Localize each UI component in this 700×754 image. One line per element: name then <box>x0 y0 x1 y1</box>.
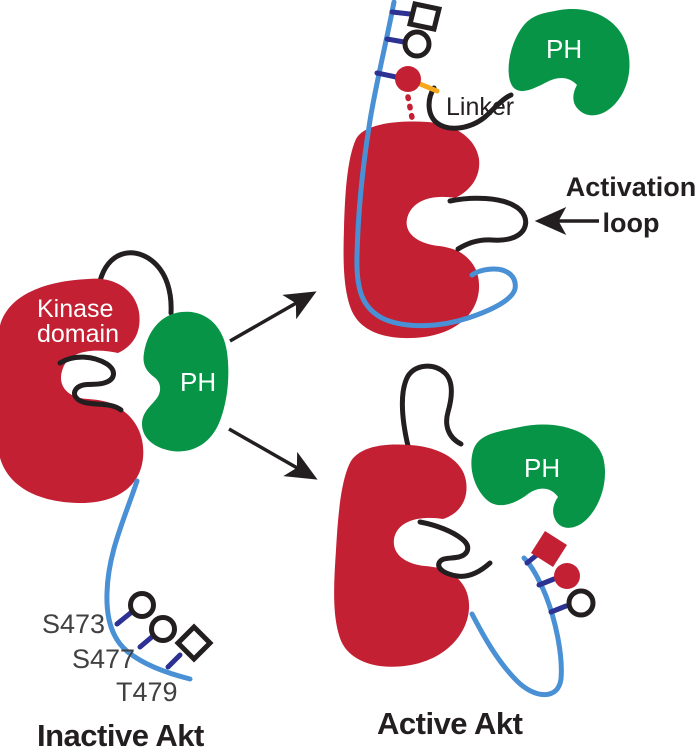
kinase-domain-label-line2: domain <box>37 320 119 348</box>
phospho-linker-bond <box>417 81 440 94</box>
site-stem <box>374 70 399 80</box>
site-stem <box>137 633 156 650</box>
linker-chain <box>426 85 514 131</box>
linker-chain-big-loop <box>399 363 464 449</box>
site-stem <box>536 576 557 588</box>
ph-domain-label: PH <box>524 453 560 483</box>
phosphorylated-site-circle-icon <box>554 563 580 589</box>
activation-loop-squiggle <box>417 519 493 579</box>
site-label-s473: S473 <box>42 609 105 639</box>
site-label-s477: S477 <box>72 644 135 674</box>
site-stem <box>165 652 183 670</box>
ph-domain-label: PH <box>180 367 216 397</box>
c-terminal-tail-wrap <box>354 0 518 329</box>
site-stem <box>114 608 136 627</box>
active-akt-complex: PH Active Akt <box>334 363 606 741</box>
site-stem <box>548 603 569 615</box>
phosphosite-circle-icon <box>128 591 156 619</box>
activation-loop-extended <box>447 195 529 252</box>
transition-arrow-up <box>229 291 317 343</box>
active-open-conformation: PH Linker Activation loop <box>343 0 697 339</box>
transition-arrow-down <box>228 427 318 480</box>
ph-domain-shape <box>471 424 606 528</box>
c-terminal-tail <box>104 478 193 682</box>
phosphorylated-site-square-icon <box>531 531 567 567</box>
kinase-domain-shape <box>0 278 144 504</box>
ph-domain-shape <box>508 8 630 116</box>
phosphosite-circle-icon <box>566 588 596 618</box>
site-label-t479: T479 <box>116 677 178 707</box>
ph-domain-label: PH <box>546 34 582 64</box>
phosphosite-circle-icon <box>149 615 177 643</box>
active-akt-caption: Active Akt <box>377 706 523 741</box>
activation-loop-annotation-line1: Activation <box>566 172 697 202</box>
activation-loop-annotation-line2: loop <box>603 208 660 238</box>
ph-domain-shape <box>142 311 229 452</box>
phosphorylated-site-circle-icon <box>395 66 421 92</box>
inactive-akt-caption: Inactive Akt <box>37 718 204 753</box>
phosphosite-square-icon <box>174 623 214 663</box>
kinase-domain-label-line1: Kinase <box>37 295 113 323</box>
site-stem <box>389 9 413 17</box>
kinase-domain-shape <box>343 121 480 339</box>
linker-label: Linker <box>446 93 514 121</box>
inactive-akt-complex: Kinase domain PH S473 S477 T479 Inactive… <box>0 250 229 753</box>
linker-chain-top-loop <box>97 250 174 316</box>
phospho-interaction-dotted-line <box>405 94 417 131</box>
site-stem <box>384 36 407 45</box>
phosphosite-circle-icon <box>402 29 432 59</box>
kinase-domain-shape <box>334 444 470 667</box>
c-terminal-tail-hairpin <box>469 555 564 697</box>
activation-loop-tucked-squiggle <box>57 354 124 413</box>
phosphosite-square-icon <box>406 1 443 32</box>
